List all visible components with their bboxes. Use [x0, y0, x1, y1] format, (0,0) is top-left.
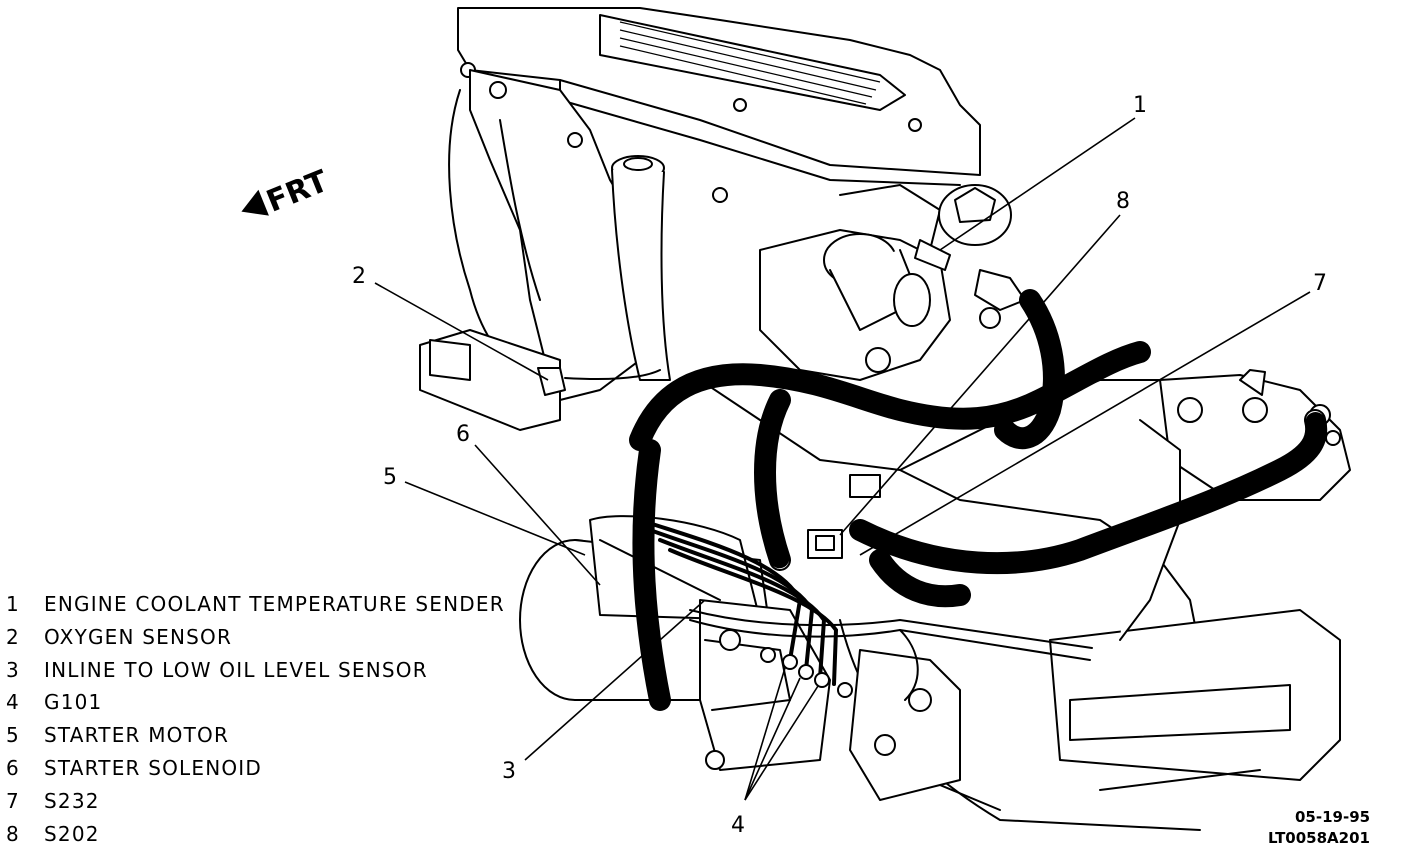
- leader-line-7: [859, 291, 1311, 556]
- pipe-assembly: [689, 609, 1093, 701]
- callout-number-5: 5: [383, 465, 397, 490]
- engine-illustration: [419, 7, 1351, 831]
- leader-line-5: [404, 481, 586, 556]
- leader-line-4c: [744, 685, 819, 801]
- splice-connectors: [807, 474, 881, 559]
- callout-legend: 1 ENGINE COOLANT TEMPERATURE SENDER 2 OXYG…: [6, 588, 505, 850]
- callout-number-4: 4: [731, 813, 745, 838]
- leader-line-6: [474, 444, 601, 586]
- callout-number-6: 6: [456, 422, 470, 447]
- legend-item: 3 INLINE TO LOW OIL LEVEL SENSOR: [6, 654, 505, 687]
- valve-cover: [457, 7, 981, 186]
- front-label: FRT: [262, 164, 334, 220]
- legend-text: G101: [44, 690, 103, 715]
- thermostat-housing: [759, 184, 1026, 381]
- legend-item: 6 STARTER SOLENOID: [6, 752, 505, 785]
- figure-date: 05-19-95: [1295, 808, 1370, 826]
- leader-line-4b: [744, 677, 801, 801]
- legend-item: 4 G101: [6, 686, 505, 719]
- wiring-harness: [629, 289, 1328, 711]
- legend-text: INLINE TO LOW OIL LEVEL SENSOR: [44, 657, 428, 682]
- legend-item: 1 ENGINE COOLANT TEMPERATURE SENDER: [6, 588, 505, 621]
- legend-item: 8 S202: [6, 818, 505, 851]
- legend-number: 5: [6, 723, 20, 748]
- leader-line-2: [374, 282, 549, 381]
- starter-assembly: [519, 515, 961, 801]
- front-arrow-icon: [241, 189, 269, 216]
- callout-number-8: 8: [1116, 189, 1130, 214]
- legend-number: 3: [6, 657, 20, 682]
- legend-number: 8: [6, 821, 20, 846]
- legend-item: 5 STARTER MOTOR: [6, 719, 505, 752]
- callout-number-1: 1: [1133, 93, 1147, 118]
- callout-number-7: 7: [1313, 271, 1327, 296]
- figure-code: LT0058A201: [1268, 829, 1370, 847]
- callout-numbers: 1 2 3 4 5 6 7 8: [352, 93, 1327, 838]
- front-direction-indicator: FRT: [241, 164, 334, 220]
- callout-number-2: 2: [352, 264, 366, 289]
- legend-item: 7 S232: [6, 785, 505, 818]
- legend-text: ENGINE COOLANT TEMPERATURE SENDER: [44, 592, 505, 616]
- dipstick-tube: [611, 155, 671, 381]
- ground-wires: [638, 518, 853, 698]
- legend-number: 4: [6, 690, 20, 715]
- leader-line-3: [524, 599, 706, 761]
- legend-text: S232: [44, 788, 100, 813]
- legend-number: 2: [6, 624, 20, 649]
- callout-number-3: 3: [502, 759, 516, 784]
- legend-number: 6: [6, 755, 20, 780]
- legend-item: 2 OXYGEN SENSOR: [6, 621, 505, 654]
- legend-number: 1: [6, 592, 20, 616]
- leader-line-1: [939, 117, 1136, 251]
- intake-manifold: [419, 69, 728, 431]
- legend-text: S202: [44, 821, 100, 846]
- leader-line-4a: [744, 667, 786, 801]
- legend-text: STARTER SOLENOID: [44, 755, 263, 780]
- oxygen-sensor: [537, 367, 661, 396]
- legend-text: STARTER MOTOR: [44, 723, 230, 748]
- figure-stamp: 05-19-95 LT0058A201: [1268, 808, 1370, 847]
- leader-lines: [374, 117, 1311, 801]
- legend-number: 7: [6, 788, 20, 813]
- legend-text: OXYGEN SENSOR: [44, 624, 233, 649]
- leader-line-8: [839, 214, 1121, 536]
